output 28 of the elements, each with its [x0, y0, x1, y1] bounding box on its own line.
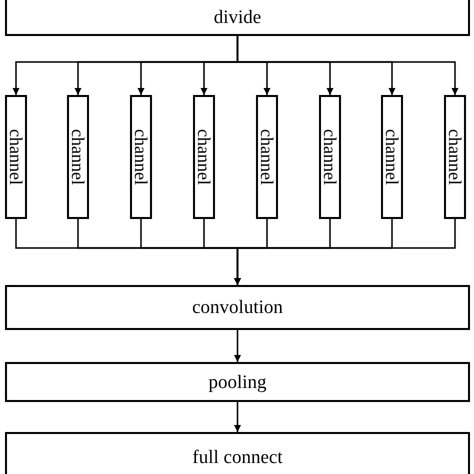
box-label: full connect	[192, 448, 283, 466]
process-box	[5, 432, 470, 474]
box-label: channel	[195, 129, 213, 185]
process-box	[67, 95, 89, 219]
box-label: channel	[69, 129, 87, 185]
box-label: divide	[214, 8, 262, 26]
box-label: channel	[321, 129, 339, 185]
arrow	[234, 402, 241, 432]
process-box	[381, 95, 403, 219]
box-label: convolution	[192, 298, 283, 317]
process-box	[319, 95, 341, 219]
arrow	[236, 36, 458, 95]
process-box	[5, 285, 470, 330]
process-box	[130, 95, 152, 219]
process-box	[256, 95, 278, 219]
box-label: channel	[258, 129, 276, 185]
box-label: channel	[132, 129, 150, 185]
box-label: pooling	[208, 372, 267, 392]
arrow	[234, 330, 241, 362]
process-box	[193, 95, 215, 219]
box-label: channel	[383, 129, 401, 185]
process-box	[444, 95, 466, 219]
box-label: channel	[7, 129, 25, 185]
process-box	[5, 362, 470, 402]
box-label: channel	[446, 129, 464, 185]
arrow	[234, 219, 456, 285]
process-box	[5, 95, 27, 219]
process-box	[5, 0, 470, 36]
